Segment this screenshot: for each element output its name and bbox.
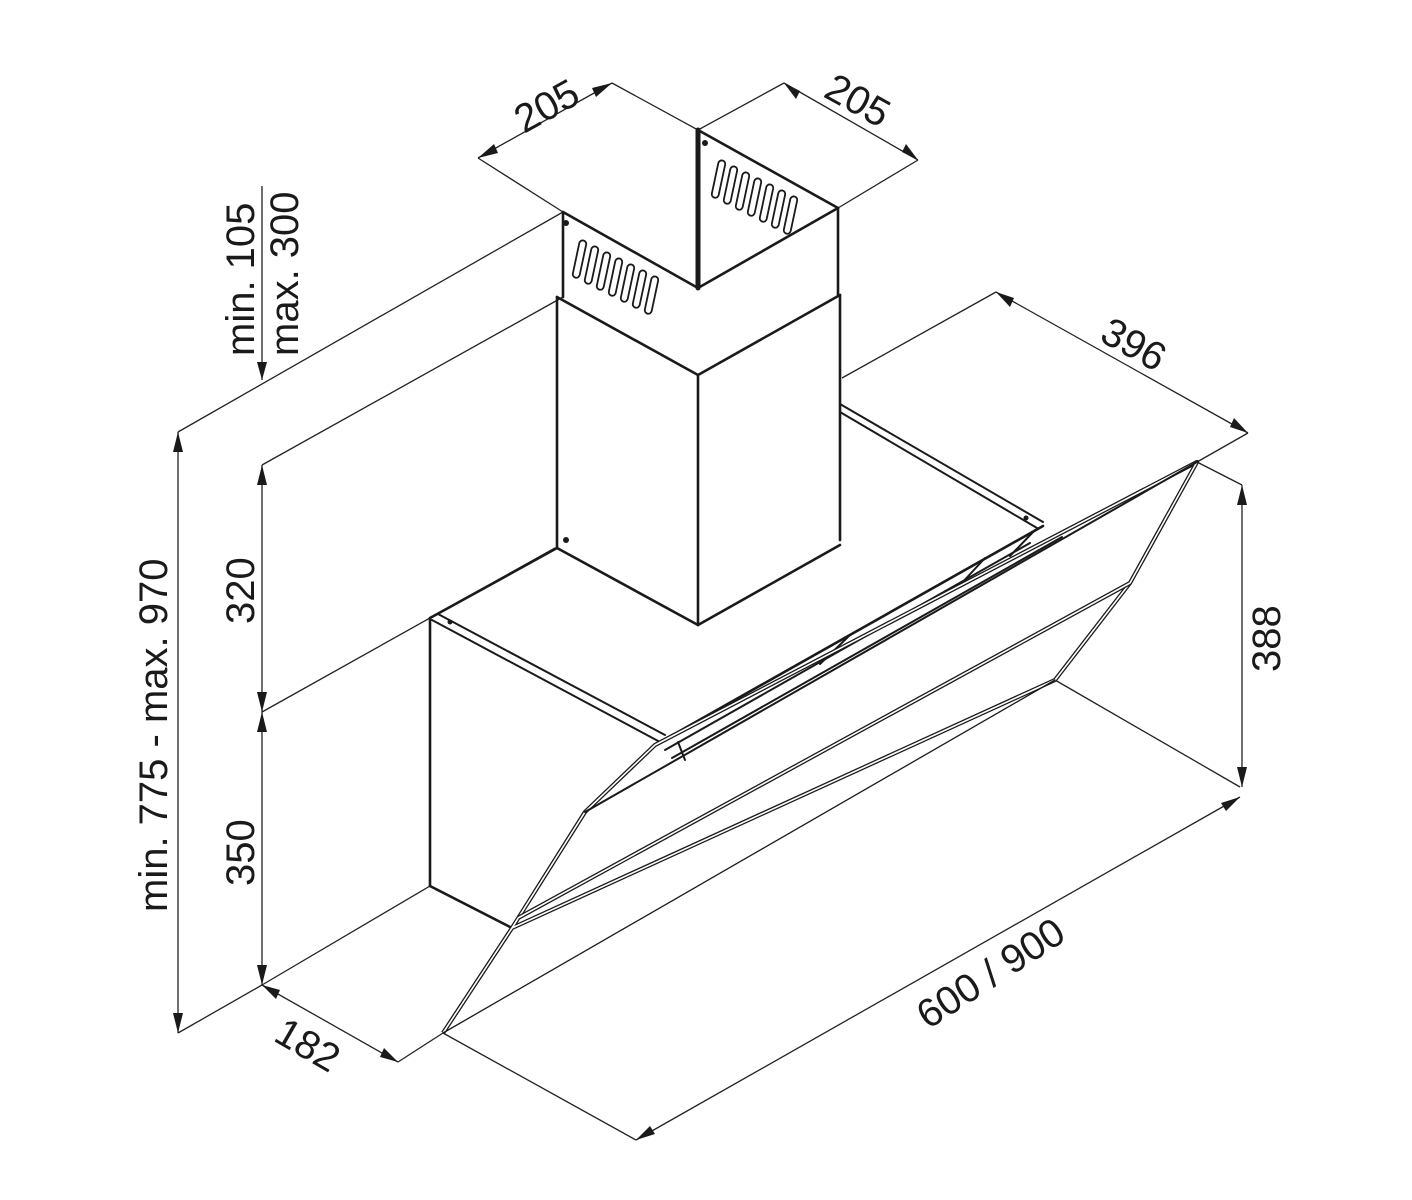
vent-slots-left xyxy=(571,239,660,315)
body-height-label: 350 xyxy=(219,819,263,886)
hood-depth-label: 396 xyxy=(1094,309,1174,380)
vent-slots-right xyxy=(710,159,799,235)
chimney-width-label: 205 xyxy=(507,71,587,142)
chimney-extension-min-label: min. 105 xyxy=(219,203,263,356)
dimension-labels: 205 205 min. 105 max. 300 min. 775 - max… xyxy=(132,65,1289,1081)
motor-body xyxy=(428,403,1063,930)
chimney-extension-max-label: max. 300 xyxy=(263,191,307,356)
total-height-label: min. 775 - max. 970 xyxy=(132,559,176,913)
extension-lines xyxy=(177,82,1249,1141)
chimney-depth-label: 205 xyxy=(818,65,898,136)
glass-height-label: 388 xyxy=(1245,605,1289,672)
lower-chimney-cover xyxy=(555,293,842,627)
top-support-rail xyxy=(431,403,1044,743)
body-depth-label: 182 xyxy=(268,1010,348,1081)
upper-chimney-section xyxy=(561,127,840,315)
width-label: 600 / 900 xyxy=(909,910,1073,1038)
upper-chimney-height-label: 320 xyxy=(219,557,263,624)
dimension-lines xyxy=(173,82,1249,1141)
angled-glass-panel xyxy=(441,459,1200,1035)
